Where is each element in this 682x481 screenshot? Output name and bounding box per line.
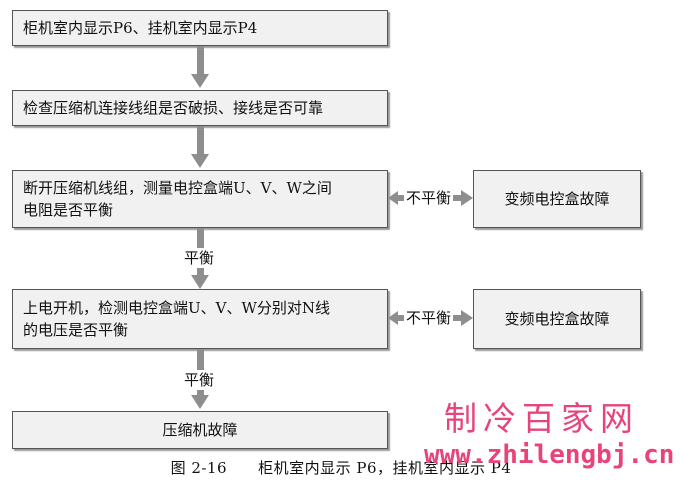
arrow-left-icon (388, 191, 398, 205)
step-check-wiring-text: 检查压缩机连接线组是否破损、接线是否可靠 (23, 99, 324, 117)
arrow-down-icon (191, 395, 209, 409)
result-control-box-fault-1-text: 变频电控盒故障 (504, 190, 610, 208)
arrow-down-icon (191, 275, 209, 289)
result-compressor-fault-box: 压缩机故障 (12, 411, 388, 449)
arrow-left-icon (388, 311, 398, 325)
watermark-chinese: 制冷百家网 (444, 399, 639, 438)
watermark-url: www.zhilengbj.cn (424, 440, 675, 470)
connector-1-2 (197, 46, 204, 76)
step-measure-resistance-box: 断开压缩机线组，测量电控盒端U、V、W之间 电阻是否平衡 (12, 170, 388, 228)
step-measure-voltage-box: 上电开机，检测电控盒端U、V、W分别对N线 的电压是否平衡 (12, 289, 388, 349)
connector-2-3 (197, 126, 204, 156)
result-control-box-fault-2: 变频电控盒故障 (473, 289, 641, 349)
step-measure-voltage-text: 上电开机，检测电控盒端U、V、W分别对N线 的电压是否平衡 (23, 299, 331, 339)
figure-caption: 图 2-16 柜机室内显示 P6，挂机室内显示 P4 (170, 459, 512, 477)
edge-label-unbalanced-1: 不平衡 (404, 188, 454, 208)
arrow-right-icon (461, 310, 473, 326)
step-display-code-box: 柜机室内显示P6、挂机室内显示P4 (12, 10, 388, 46)
result-compressor-fault-text: 压缩机故障 (162, 421, 238, 439)
edge-label-balanced-2: 平衡 (182, 370, 217, 390)
arrow-down-icon (191, 154, 209, 168)
result-control-box-fault-2-text: 变频电控盒故障 (504, 310, 610, 328)
edge-label-unbalanced-2: 不平衡 (404, 308, 454, 328)
arrow-down-icon (191, 74, 209, 88)
edge-label-balanced-1: 平衡 (182, 248, 217, 268)
step-measure-resistance-text: 断开压缩机线组，测量电控盒端U、V、W之间 电阻是否平衡 (23, 179, 332, 219)
step-display-code-text: 柜机室内显示P6、挂机室内显示P4 (23, 19, 258, 37)
result-control-box-fault-1: 变频电控盒故障 (473, 170, 641, 228)
arrow-right-icon (461, 190, 473, 206)
step-check-wiring-box: 检查压缩机连接线组是否破损、接线是否可靠 (12, 90, 388, 126)
